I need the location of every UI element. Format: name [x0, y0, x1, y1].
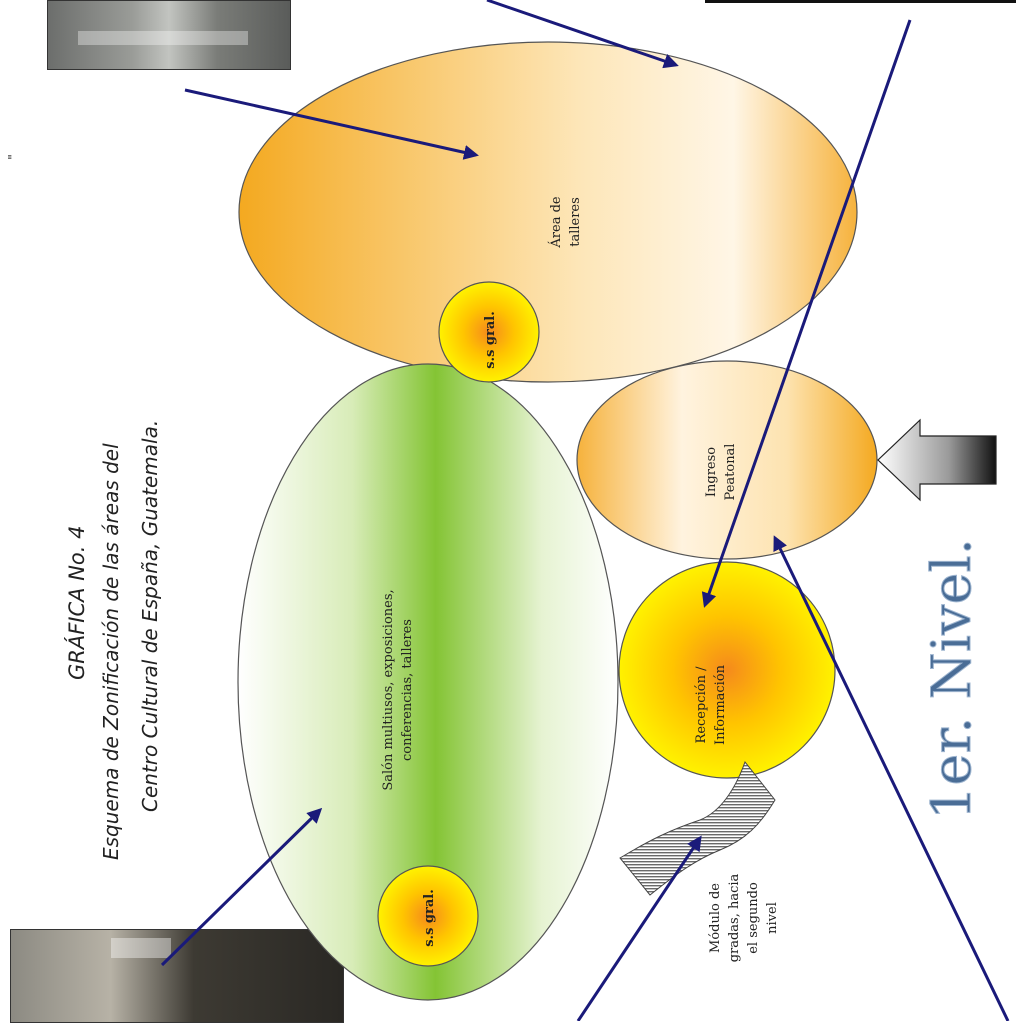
- talleres-label-2: talleres: [568, 197, 583, 247]
- talleres-label-1: Área de: [548, 196, 564, 249]
- top-right-rule: [705, 0, 1016, 3]
- title-line3: Centro Cultural de España, Guatemala.: [138, 420, 162, 812]
- ss-top-zone: [438, 281, 540, 383]
- recepcion-zone: [618, 561, 836, 779]
- stairs-label-1: Módulo de: [708, 883, 723, 953]
- ingreso-label-1: Ingreso: [704, 447, 719, 497]
- ss-bottom-label: s.s gral.: [422, 889, 437, 947]
- stairs-label-2: gradas, hacia: [727, 873, 742, 962]
- title-line2: Esquema de Zonificación de las áreas del: [99, 443, 123, 860]
- salon-zone: [237, 363, 619, 1001]
- level-label: 1er. Nivel.: [920, 538, 983, 820]
- photo-thumbnail-bottom: [10, 929, 344, 1023]
- pointer-arrow-ingreso: [773, 535, 1010, 1021]
- ss-top-label: s.s gral.: [483, 311, 498, 369]
- margin-mark: ": [5, 154, 20, 160]
- recepcion-label-2: Información: [713, 664, 728, 745]
- talleres-zone: [238, 41, 858, 383]
- ingreso-label-2: Peatonal: [723, 444, 738, 501]
- salon-label-2: conferencias, talleres: [400, 619, 415, 761]
- ss-bottom-zone: [377, 865, 479, 967]
- entry-arrow-icon: [877, 418, 997, 502]
- photo-thumbnail-top: [47, 0, 291, 70]
- pointer-arrow-talleres-top: [486, 0, 679, 69]
- pointer-arrow-recepcion: [701, 19, 912, 608]
- stairs-module-shape: [619, 760, 776, 896]
- pointer-arrow-salon: [160, 807, 323, 967]
- stairs-label-3: el segundo: [746, 882, 761, 954]
- ingreso-zone: [576, 360, 878, 560]
- salon-label-1: Salón multiusos, exposiciones,: [381, 589, 396, 790]
- stairs-label-4: nivel: [765, 902, 780, 934]
- pointer-arrow-talleres-left: [184, 88, 479, 160]
- pointer-arrow-stairs: [576, 835, 702, 1021]
- recepcion-label-1: Recepción /: [694, 666, 709, 744]
- title-line1: GRÁFICA No. 4: [64, 526, 89, 680]
